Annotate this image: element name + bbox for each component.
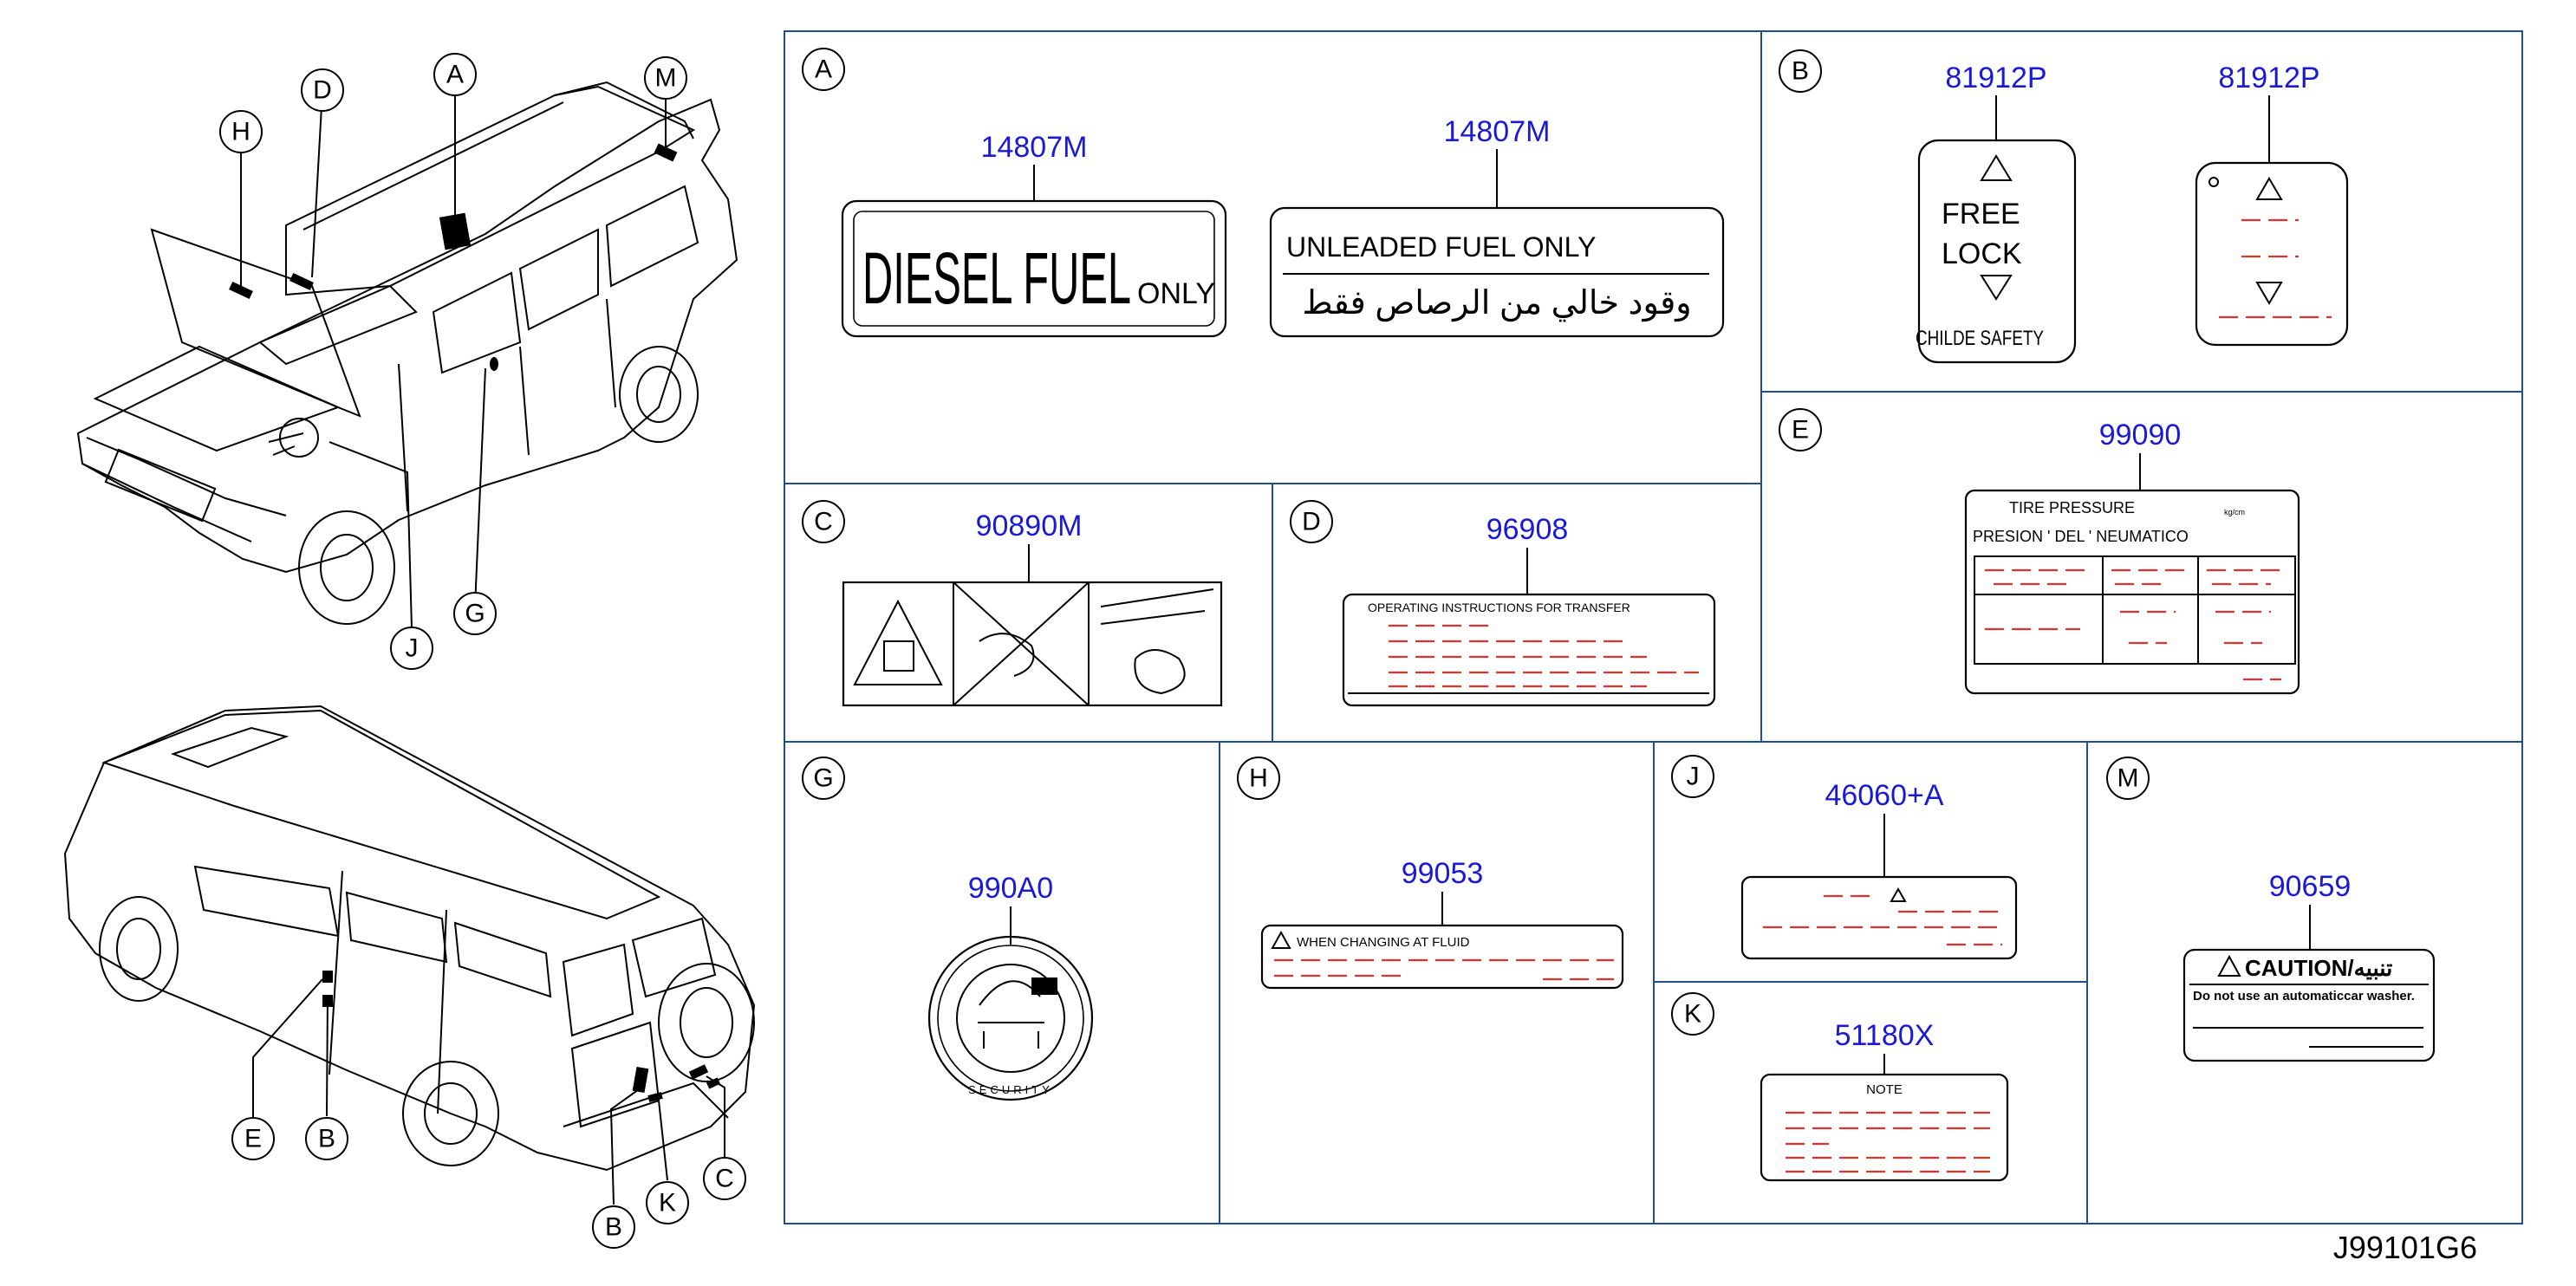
panel-e: E 99090 TIRE PRESSURE kg/cm PRESION ' DE… (1779, 408, 2300, 695)
panel-e-letter: E (1792, 416, 1809, 445)
panel-a: A 14807M DIESEL FUEL ONLY 14807M UNLEADE… (802, 48, 1725, 338)
top-vehicle-drawing (76, 81, 738, 625)
callout-top-1: H (231, 118, 250, 146)
panel-h-letter: H (1249, 764, 1268, 793)
panel-a-letter: A (815, 55, 832, 84)
diesel-only-text: ONLY (1137, 277, 1215, 310)
tire-pressure-unit: kg/cm (2224, 508, 2245, 516)
panel-k-letter: K (1684, 1000, 1701, 1029)
transfer-instructions-title: OPERATING INSTRUCTIONS FOR TRANSFER (1368, 601, 1630, 614)
child-safety-text: CHILDE SAFETY (1916, 327, 2044, 350)
top-callouts: H D A M J G (219, 53, 687, 670)
bottom-vehicle-label-marks (322, 971, 721, 1102)
caution-heading: CAUTION/تنبيه (2245, 955, 2392, 981)
panel-b-part-2: 81912P (2218, 62, 2319, 94)
security-ring-text: SECURITY (968, 1083, 1053, 1096)
caution-text: Do not use an automaticcar washer. (2193, 989, 2415, 1003)
panel-g-letter: G (813, 764, 833, 793)
bottom-callouts: E B B K C (231, 978, 746, 1249)
callout-top-4: M (655, 64, 677, 93)
panel-h-part: 99053 (1402, 857, 1484, 890)
panel-j-part: 46060+A (1825, 779, 1943, 812)
callout-bottom-3: B (605, 1213, 622, 1242)
callout-top-6: G (465, 600, 485, 628)
panel-j: J 46060+A (1671, 755, 2018, 960)
callout-top-3: A (446, 61, 464, 89)
panel-b-letter: B (1792, 57, 1809, 86)
panel-grid (784, 30, 2523, 1224)
callout-bottom-2: B (318, 1125, 335, 1153)
panel-g-part: 990A0 (968, 872, 1053, 905)
bottom-vehicle-drawing (63, 705, 756, 1172)
panel-d: D 96908 OPERATING INSTRUCTIONS FOR TRANS… (1290, 500, 1716, 707)
panel-c-part: 90890M (976, 510, 1083, 542)
callout-top-5: J (406, 634, 419, 663)
callout-bottom-4: K (659, 1189, 676, 1218)
tire-pressure-subtitle: PRESION ' DEL ' NEUMATICO (1973, 528, 2189, 545)
free-text: FREE (1942, 198, 2020, 231)
panel-d-part: 96908 (1486, 513, 1569, 546)
panel-m-letter: M (2117, 764, 2139, 793)
callout-bottom-1: E (244, 1125, 262, 1153)
panel-b: B 81912P FREE LOCK CHILDE SAFETY 81912P (1779, 49, 2349, 364)
panel-h: H 99053 WHEN CHANGING AT FLUID (1237, 757, 1624, 990)
panel-e-part: 99090 (2099, 419, 2182, 451)
panel-a-part-2: 14807M (1444, 115, 1551, 148)
panel-d-letter: D (1302, 508, 1321, 536)
panel-c-letter: C (814, 508, 833, 536)
panel-k-part: 51180X (1835, 1019, 1935, 1052)
unleaded-fuel-text: UNLEADED FUEL ONLY (1286, 231, 1596, 263)
top-vehicle-label-marks (229, 143, 678, 371)
arabic-fuel-text: وقود خالي من الرصاص فقط (1302, 285, 1691, 322)
lock-text: LOCK (1942, 237, 2022, 270)
panel-m: M 90659 CAUTION/تنبيه Do not use an auto… (2106, 757, 2436, 1062)
panel-b-part-1: 81912P (1945, 62, 2046, 94)
diagram-code: J99101G6 (2333, 1230, 2477, 1265)
tire-pressure-title: TIRE PRESSURE (2009, 499, 2135, 516)
panel-a-part-1: 14807M (981, 131, 1088, 164)
panel-k: K 51180X NOTE (1671, 992, 2009, 1182)
panel-g: G 990A0 SECURITY (802, 757, 1094, 1101)
panel-m-part: 90659 (2269, 870, 2352, 903)
callout-top-2: D (313, 76, 332, 105)
panel-j-letter: J (1687, 763, 1700, 791)
panel-c: C 90890M (802, 500, 1223, 707)
note-text: NOTE (1866, 1082, 1903, 1097)
callout-bottom-5: C (715, 1165, 734, 1193)
diesel-fuel-text: DIESEL FUEL (862, 237, 1131, 319)
fluid-change-text: WHEN CHANGING AT FLUID (1297, 935, 1470, 950)
